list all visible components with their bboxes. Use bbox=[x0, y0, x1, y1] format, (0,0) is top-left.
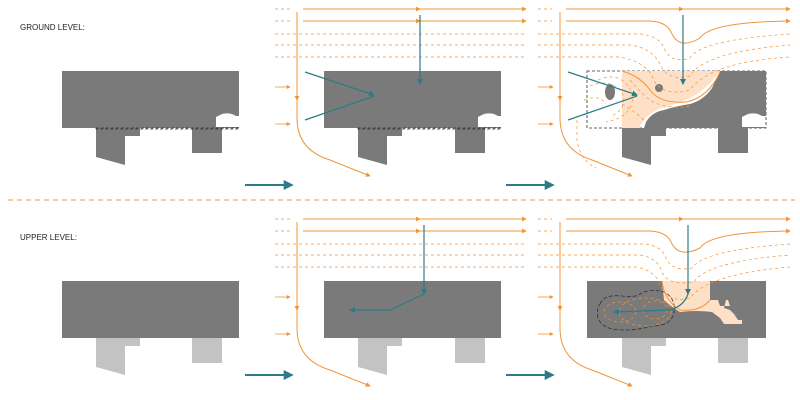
air-movement-arrows bbox=[613, 225, 691, 315]
building-wing-right bbox=[718, 128, 748, 153]
air-movement-arrows bbox=[349, 225, 427, 313]
ground-panel-proposal bbox=[538, 6, 791, 177]
ground-panel-existing bbox=[62, 71, 240, 165]
wind-flow-lines bbox=[275, 6, 527, 177]
building-mass bbox=[324, 71, 501, 128]
building-wing-left bbox=[622, 128, 666, 165]
building-wing-right bbox=[455, 128, 485, 153]
courtyard-void bbox=[662, 281, 742, 324]
wind-flow-lines bbox=[538, 6, 791, 177]
building-mass bbox=[644, 71, 766, 128]
building-mass bbox=[62, 281, 239, 338]
building-wing-left bbox=[358, 128, 402, 165]
upper-level-label: UPPER LEVEL: bbox=[20, 233, 77, 242]
building-wing-left bbox=[96, 338, 140, 375]
building-wing-right bbox=[192, 338, 222, 363]
air-movement-arrows bbox=[304, 15, 423, 121]
building-mass bbox=[62, 71, 239, 128]
ground-level-label: GROUND LEVEL: bbox=[20, 23, 85, 32]
building-wing-left bbox=[358, 338, 402, 375]
building-wing-left bbox=[96, 128, 140, 165]
ground-floor-outline bbox=[95, 127, 240, 130]
wind-flow-lines bbox=[275, 216, 527, 387]
ground-floor-outline bbox=[357, 127, 502, 130]
upper-panel-flows bbox=[275, 216, 527, 387]
column bbox=[605, 84, 615, 100]
ground-panel-flows bbox=[275, 6, 527, 177]
building-wing-right bbox=[718, 338, 748, 363]
upper-panel-existing bbox=[62, 281, 239, 375]
column-small bbox=[655, 84, 663, 92]
wind-flow-lines bbox=[538, 216, 791, 387]
upper-panel-proposal bbox=[538, 216, 791, 387]
building-wing-left bbox=[622, 338, 666, 375]
building-wing-right bbox=[455, 338, 485, 363]
air-movement-arrows bbox=[567, 15, 686, 121]
building-wing-right bbox=[192, 128, 222, 153]
